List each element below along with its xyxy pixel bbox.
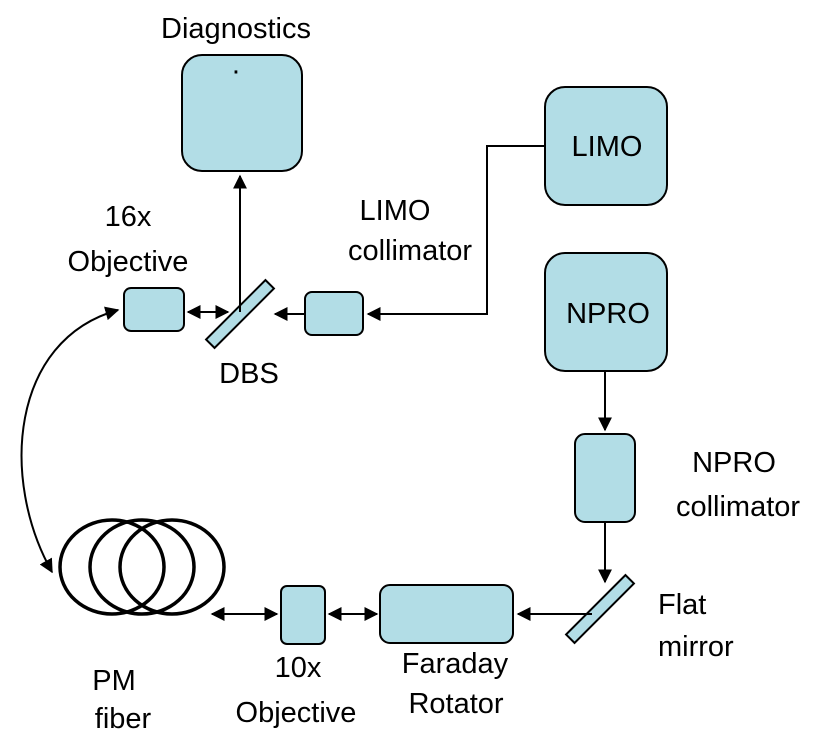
dbs-mirror <box>204 278 276 350</box>
limo-collimator-box <box>304 291 364 336</box>
pm-fiber-label-line1: PM <box>92 665 136 697</box>
dbs-label: DBS <box>219 358 279 390</box>
npro-label: NPRO <box>566 298 650 330</box>
limo-collimator-label-line2: collimator <box>348 235 472 267</box>
npro-collimator-label-line1: NPRO <box>692 447 776 479</box>
flat-mirror-label-line1: Flat <box>658 589 706 621</box>
npro-collimator-label-line2: collimator <box>676 491 800 523</box>
diagnostics-mark: · <box>231 55 241 87</box>
objective-10x-label-line2: Objective <box>236 697 357 729</box>
npro-collimator-box <box>574 433 636 523</box>
faraday-rotator-box <box>379 584 514 644</box>
pm-fiber-coil <box>58 518 226 616</box>
beam-objective16x-fiber <box>20 306 120 574</box>
pm-fiber-label-line2: fiber <box>95 703 152 735</box>
objective-16x-label-line2: Objective <box>68 246 189 278</box>
objective-10x-box <box>280 585 326 645</box>
limo-label: LIMO <box>572 131 643 163</box>
flat-mirror <box>564 573 636 645</box>
faraday-rotator-label-line2: Rotator <box>408 688 503 720</box>
diagnostics-box <box>181 54 303 172</box>
diagnostics-label: Diagnostics <box>161 13 311 45</box>
objective-16x-box <box>123 287 185 332</box>
objective-16x-label-line1: 16x <box>105 201 152 233</box>
flat-mirror-label-line2: mirror <box>658 631 734 663</box>
beam-limo-to-collimator <box>366 145 545 321</box>
objective-10x-label-line1: 10x <box>275 652 322 684</box>
faraday-rotator-label-line1: Faraday <box>402 648 509 680</box>
limo-collimator-label-line1: LIMO <box>360 195 431 227</box>
